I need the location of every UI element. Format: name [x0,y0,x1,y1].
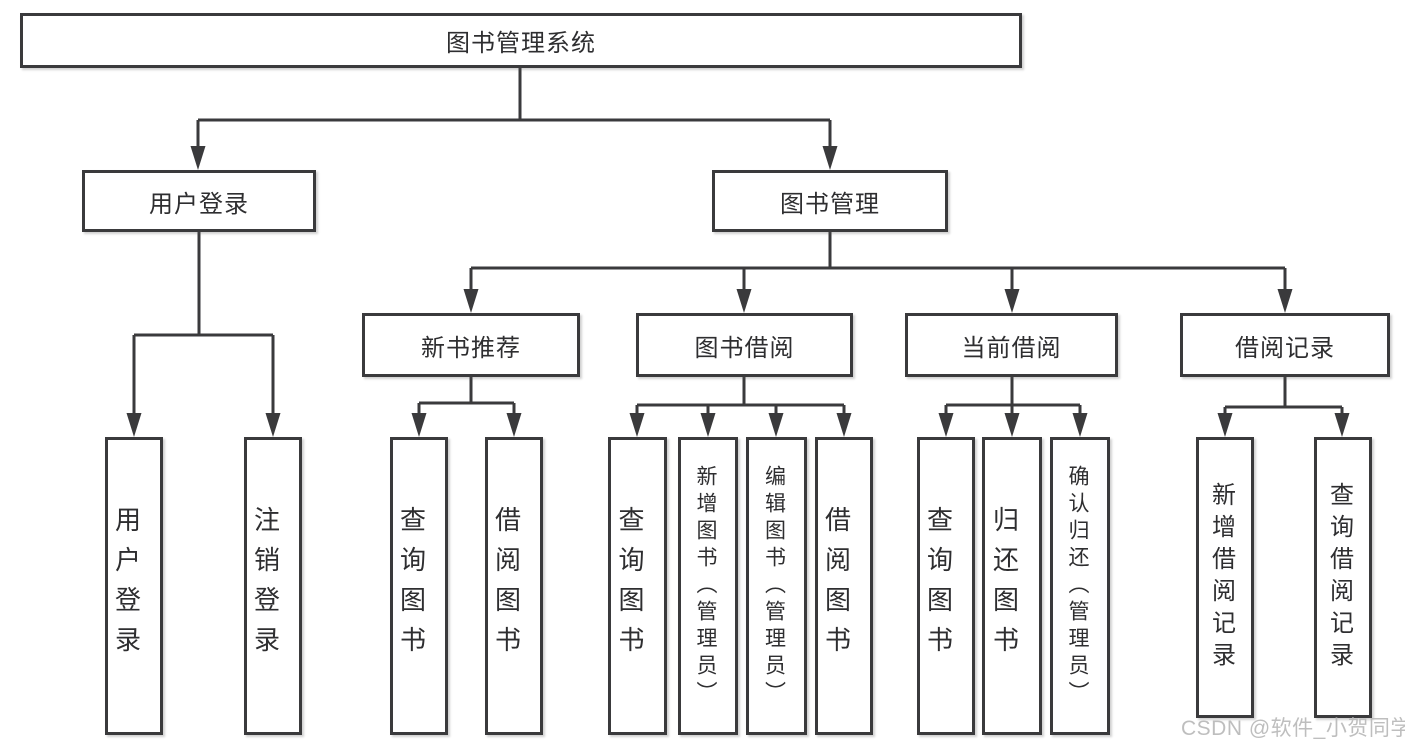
node-library-system: 图书管理系统 [20,13,1022,68]
leaf-borrow-books-recommend: 借阅图书 [485,437,543,735]
node-book-management-module: 图书管理 [712,170,948,232]
node-user-login-module: 用户登录 [82,170,316,232]
leaf-add-books-admin: 新增图书（管理员） [678,437,738,735]
leaf-query-books-borrow: 查询图书 [608,437,667,735]
leaf-user-login: 用户登录 [105,437,163,735]
leaf-query-books-current: 查询图书 [917,437,975,735]
leaf-return-books: 归还图书 [982,437,1042,735]
leaf-confirm-return-admin: 确认归还（管理员） [1050,437,1110,735]
leaf-edit-books-admin: 编辑图书（管理员） [746,437,807,735]
edge-book-mgmt-branch [469,232,1287,291]
node-borrowing-records: 借阅记录 [1180,313,1390,377]
node-new-book-recommend: 新书推荐 [362,313,580,377]
edge-book-borrow-branch [635,377,846,415]
leaf-add-borrow-record: 新增借阅记录 [1196,437,1254,718]
leaf-logout: 注销登录 [244,437,302,735]
leaf-query-borrow-record: 查询借阅记录 [1314,437,1372,718]
edge-borrow-record-branch [1223,377,1344,415]
node-current-borrowing: 当前借阅 [905,313,1118,377]
watermark: CSDN @软件_小贺同学 [1181,717,1405,740]
leaf-borrow-books: 借阅图书 [815,437,873,735]
arrowheads [126,146,1350,437]
leaf-query-books-recommend: 查询图书 [390,437,448,735]
edge-new-book-branch [417,377,516,415]
edge-root-to-level2 [196,68,832,148]
node-book-borrowing: 图书借阅 [636,313,853,377]
edge-user-login-branch [132,232,275,415]
edge-current-borrow-branch [944,377,1082,415]
